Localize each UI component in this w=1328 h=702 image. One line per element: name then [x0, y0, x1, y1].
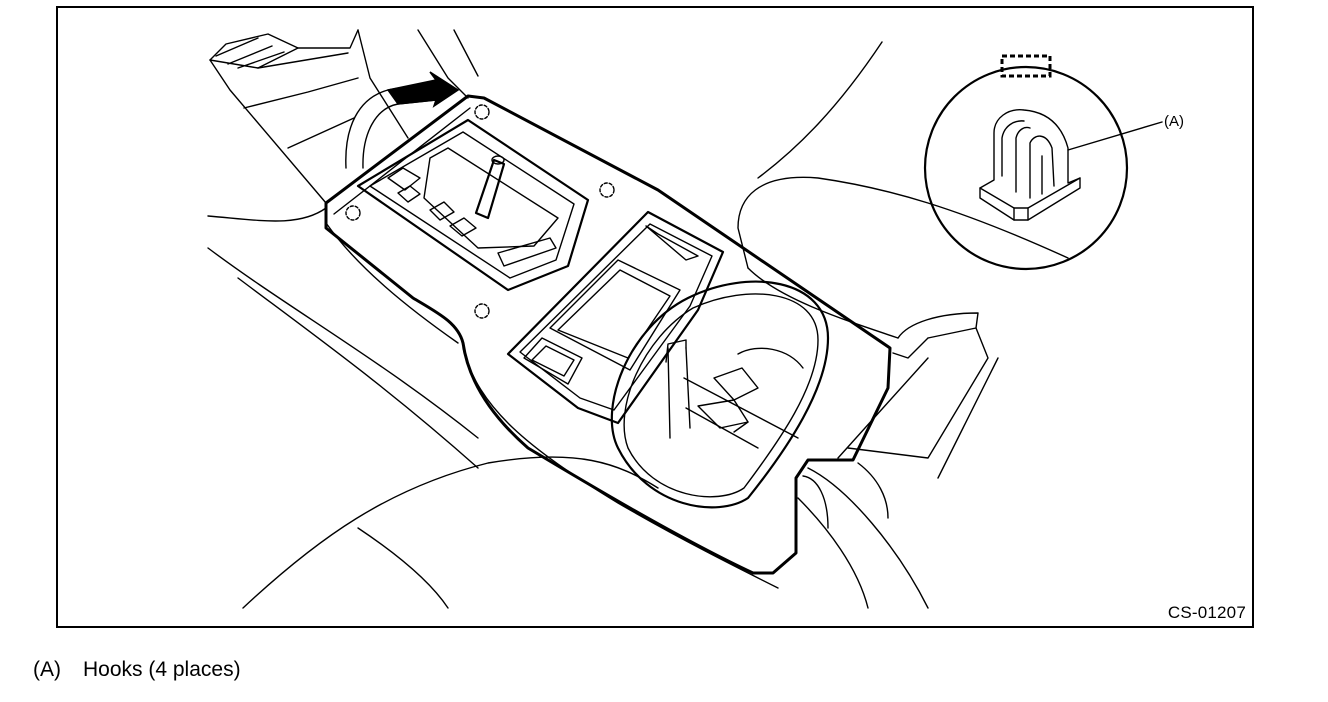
legend-text: Hooks (4 places) [83, 658, 241, 681]
console-panel [324, 94, 892, 589]
legend: (A) Hooks (4 places) [33, 658, 241, 682]
figure-code: CS-01207 [1167, 603, 1246, 622]
hook-locations [345, 104, 615, 319]
detail-location-marker [1000, 54, 1052, 78]
left-seat-lines [207, 247, 659, 609]
hook-detail-inset: (A) [923, 54, 1184, 271]
figure-frame: (A) CS-01207 [56, 6, 1254, 628]
legend-marker: (A) [33, 658, 61, 681]
callout-label-a: (A) [1164, 113, 1184, 130]
storage-tray [506, 210, 725, 425]
shifter-bezel [356, 118, 590, 292]
removal-direction-arrow [345, 71, 460, 169]
right-seat-lines [737, 41, 1069, 609]
center-console-illustration: (A) [207, 29, 1184, 609]
dashboard-lines [207, 29, 479, 222]
callout-leader-line [1067, 121, 1163, 151]
cup-holder [610, 280, 830, 509]
